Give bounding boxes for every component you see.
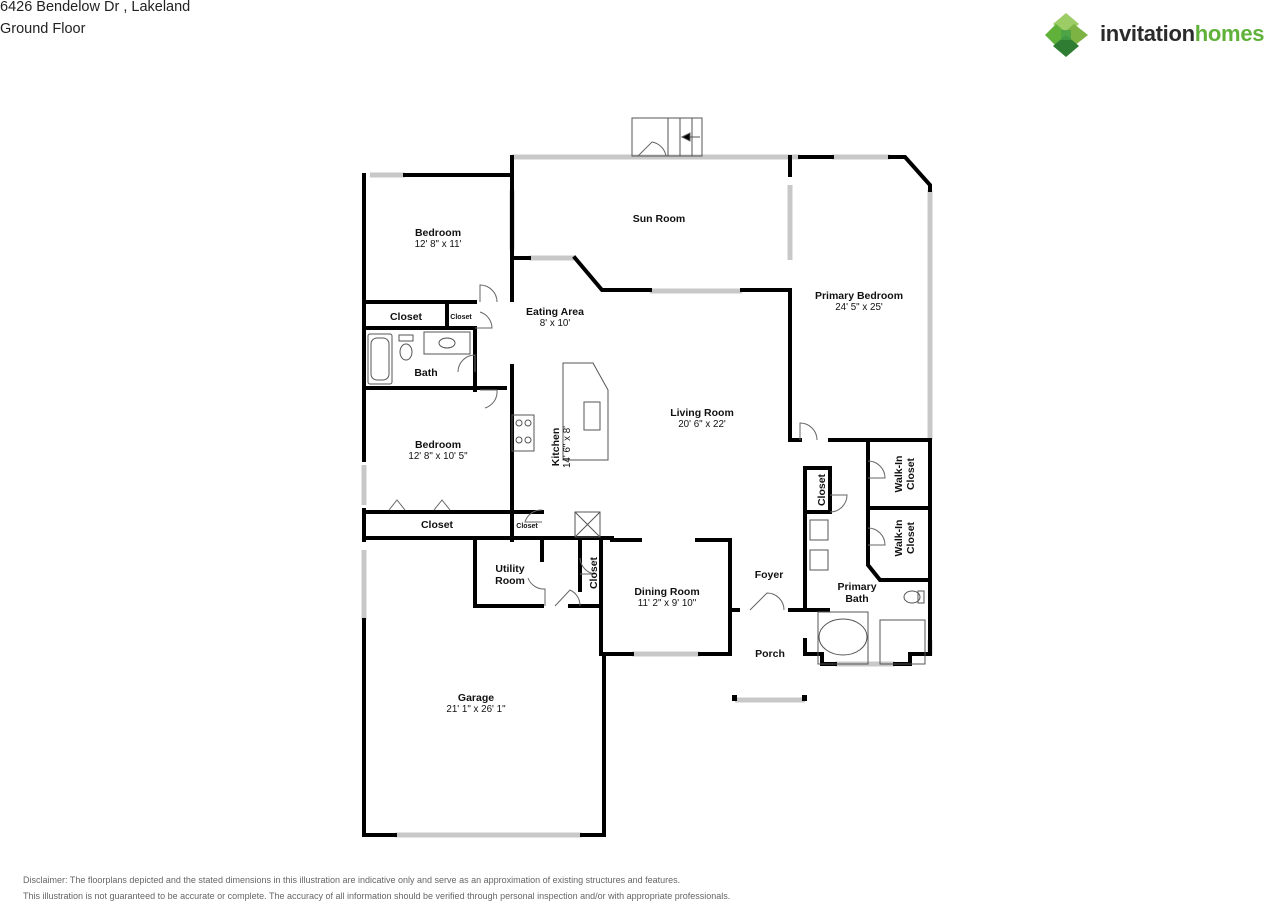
room-name: Closet bbox=[816, 473, 828, 507]
invitation-homes-logo: invitationhomes bbox=[1044, 12, 1280, 58]
room-name: Primary bbox=[837, 581, 877, 593]
disclaimer-line-2: This illustration is not guaranteed to b… bbox=[23, 891, 731, 901]
room-name-line-2: Closet bbox=[905, 521, 917, 555]
windows bbox=[361, 154, 933, 838]
room-closet-hall: Closet bbox=[588, 557, 600, 589]
room-name: Living Room bbox=[670, 407, 734, 419]
room-name: Bedroom bbox=[414, 227, 462, 239]
disclaimer-line-1: Disclaimer: The floorplans depicted and … bbox=[23, 875, 681, 885]
room-dimensions: 12' 8" x 10' 5" bbox=[408, 451, 468, 462]
steps bbox=[631, 117, 703, 157]
room-dimensions: 8' x 10' bbox=[539, 318, 571, 329]
room-name: Closet bbox=[420, 519, 454, 531]
room-name: Primary Bedroom bbox=[814, 290, 904, 302]
room-name: Garage bbox=[457, 692, 495, 704]
room-dimensions: 11' 2" x 9' 10" bbox=[637, 598, 697, 609]
room-name-line-2: Room bbox=[495, 575, 525, 587]
logo-word-homes: homes bbox=[1194, 21, 1265, 46]
floor-label: Ground Floor bbox=[0, 21, 86, 37]
logo-wordmark: invitationhomes bbox=[1100, 21, 1265, 47]
porch-posts bbox=[732, 695, 807, 701]
room-dimensions: 12' 8" x 11' bbox=[414, 239, 462, 250]
logo-mark-icon bbox=[1045, 13, 1088, 57]
room-name: Porch bbox=[755, 648, 785, 660]
room-name: Closet bbox=[450, 314, 472, 321]
property-address: 6426 Bendelow Dr , Lakeland bbox=[0, 0, 191, 15]
room-closet-small: Closet bbox=[450, 312, 471, 324]
logo-word-invitation: invitation bbox=[1100, 21, 1195, 46]
room-name: Walk-In bbox=[893, 519, 905, 557]
room-name-line-2: Bath bbox=[845, 593, 869, 605]
room-dimensions: 21' 1" x 26' 1" bbox=[446, 704, 506, 715]
room-name: Kitchen bbox=[550, 427, 562, 467]
room-closet-large: Closet bbox=[390, 311, 422, 323]
room-name: Bath bbox=[414, 367, 438, 379]
room-dimensions: 14' 6" x 8' bbox=[562, 425, 573, 469]
room-name: Bedroom bbox=[414, 439, 462, 451]
walls bbox=[362, 155, 932, 837]
room-dimensions: 20' 6" x 22' bbox=[678, 419, 726, 430]
room-closet-kitchen: Closet bbox=[516, 521, 537, 533]
room-foyer: Foyer bbox=[755, 569, 784, 581]
room-porch: Porch bbox=[755, 648, 785, 660]
room-name: Utility bbox=[495, 563, 525, 575]
fixtures bbox=[367, 331, 926, 665]
room-bath: Bath bbox=[414, 367, 437, 379]
room-name: Closet bbox=[389, 311, 423, 323]
door-swings bbox=[388, 141, 886, 611]
room-name: Sun Room bbox=[632, 213, 686, 225]
room-name: Walk-In bbox=[893, 455, 905, 493]
room-name: Foyer bbox=[754, 569, 784, 581]
room-closet-primary: Closet bbox=[816, 474, 828, 506]
room-name: Dining Room bbox=[634, 586, 700, 598]
room-sun-room: Sun Room bbox=[633, 213, 686, 225]
room-name-line-2: Closet bbox=[905, 457, 917, 491]
room-name: Closet bbox=[516, 523, 538, 530]
room-closet-bedroom-2: Closet bbox=[421, 519, 453, 531]
room-dimensions: 24' 5" x 25' bbox=[835, 302, 883, 313]
room-name: Eating Area bbox=[526, 306, 584, 318]
room-name: Closet bbox=[588, 556, 600, 590]
